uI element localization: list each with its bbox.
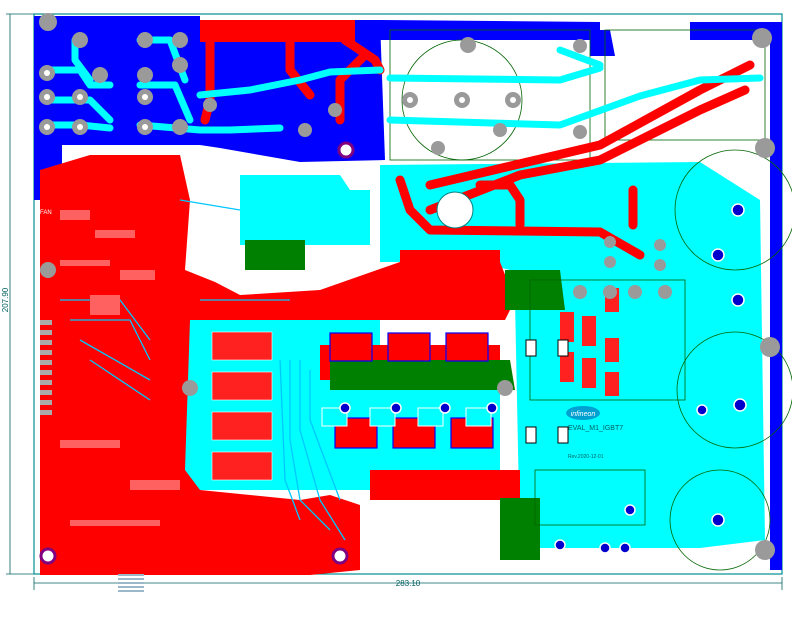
bottom-connector-pins [118,574,144,592]
pe-label: PE [388,536,396,542]
pad-holes [44,70,516,130]
height-dimension: 207.90 [1,287,10,312]
mounting-holes [39,141,355,565]
pfc-components [560,288,619,396]
width-dimension: 283.10 [396,579,421,588]
board-name: EVAL_M1_IGBT7 [568,425,623,432]
shunt-footprints [525,339,569,444]
gate-driver-ics [211,331,273,481]
fan-label: FAN [40,210,52,216]
control-region-detail [60,210,180,526]
gray-pads [39,13,780,564]
green-layer [245,240,565,560]
signal-traces [60,199,346,541]
thermal-cutout [436,191,474,229]
dimension-lines [6,13,783,590]
brand-text: infineon [571,411,596,418]
infineon-logo: infineon [566,406,600,420]
left-connector-pins [40,320,52,415]
ac-out-label: AC OUT [445,536,468,542]
board-revision: Rev.2020-12-01 [568,454,604,460]
power-pads [321,407,492,427]
capacitor-pads [339,203,747,554]
